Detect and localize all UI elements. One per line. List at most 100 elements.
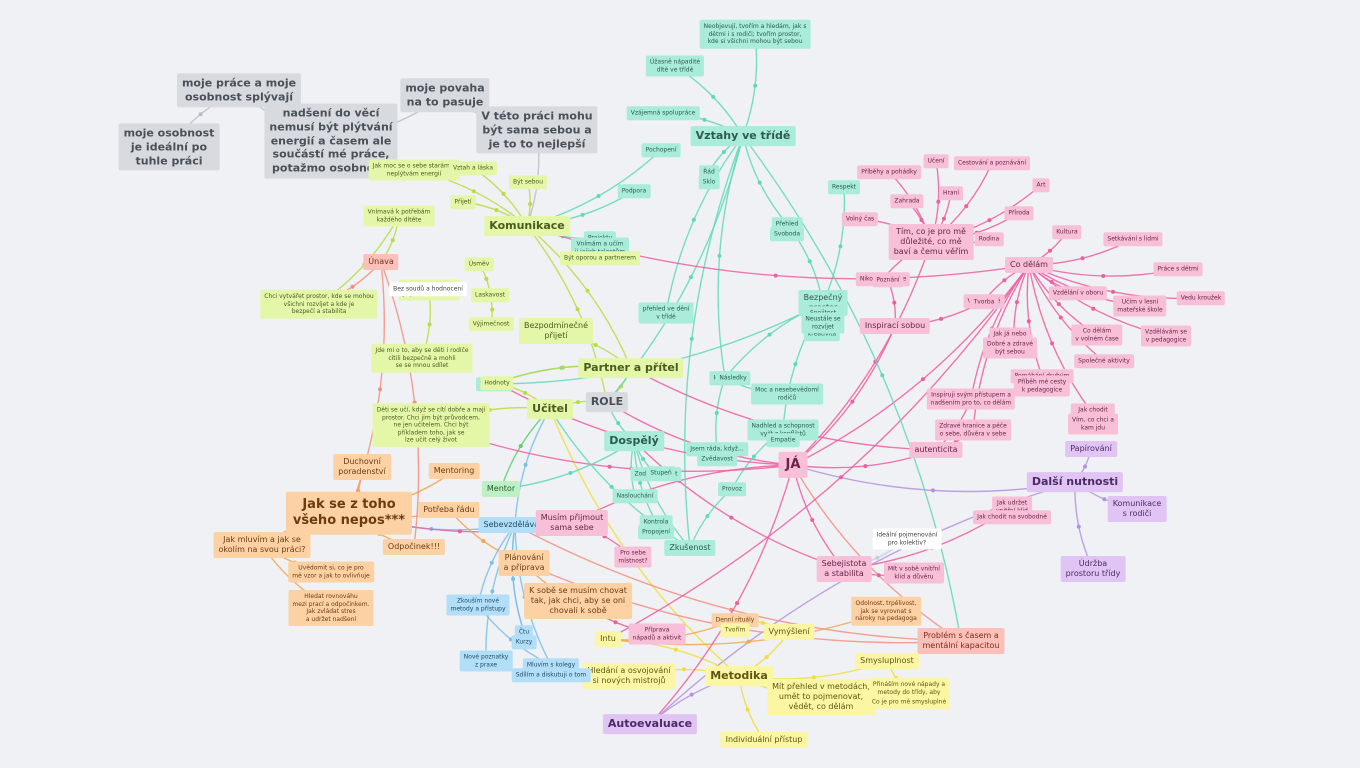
topic-ucitel[interactable]: Učitel: [527, 399, 573, 419]
topic-partner[interactable]: Partner a přítel: [578, 358, 684, 378]
topic-planovani[interactable]: Plánování a příprava: [498, 550, 550, 576]
topic-setkavani[interactable]: Setkávání s lidmi: [1103, 232, 1163, 246]
topic-zkousim[interactable]: Zkouším nové metody a přístupy: [446, 594, 510, 616]
topic-komunikace-rodici[interactable]: Komunikace s rodiči: [1107, 496, 1167, 522]
topic-stupen[interactable]: Stupeň: [646, 466, 676, 480]
topic-tvorba[interactable]: Tvorba: [969, 295, 999, 309]
topic-role[interactable]: ROLE: [585, 392, 629, 412]
topic-vzdelani[interactable]: Vzdělání v oboru: [1048, 286, 1108, 300]
topic-uzasne[interactable]: Úžasně nápadité dítě ve třídě: [645, 55, 705, 77]
topic-spoj[interactable]: Vzájemná spolupráce: [626, 106, 700, 120]
topic-idealni-pojmenovani[interactable]: Ideální pojmenování pro kolektiv?: [872, 528, 942, 550]
topic-pripravy[interactable]: Příprava nápadů a aktivit: [628, 623, 686, 645]
topic-spolecne[interactable]: Společné aktivity: [1074, 354, 1134, 368]
topic-tvorba-text[interactable]: Jak chodit na svobodné: [973, 510, 1051, 524]
topic-ucim-v-lesni[interactable]: Učím v lesní mateřské škole: [1113, 295, 1167, 317]
topic-sebevzdelavani[interactable]: Sebevzdělávání: [478, 517, 552, 533]
topic-potreba-radu[interactable]: Potřeba řádu: [418, 502, 480, 518]
topic-individualni[interactable]: Individuální přístup: [720, 732, 808, 748]
topic-cestovani[interactable]: Cestování a poznávání: [953, 156, 1031, 170]
topic-pochopeni[interactable]: Pochopení: [641, 143, 681, 157]
topic-bez-soudu[interactable]: Bez soudů a hodnocení: [389, 282, 467, 296]
topic-naslouchani[interactable]: Naslouchání: [612, 489, 658, 503]
topic-usmev[interactable]: Úsměv: [464, 257, 494, 271]
topic-hledani[interactable]: Hledání a osvojování si nových mistrojů: [582, 663, 676, 689]
topic-papirovani[interactable]: Papírování: [1065, 441, 1117, 457]
topic-vzdelavam[interactable]: Vzdělávám se v pedagogice: [1141, 325, 1191, 347]
topic-komunikace[interactable]: Komunikace: [484, 216, 570, 236]
topic-v-teto-praci[interactable]: V této práci mohu být sama sebou a je to…: [476, 106, 598, 154]
topic-mentoring[interactable]: Mentoring: [428, 463, 480, 479]
topic-problem-cas[interactable]: Problém s časem a mentální kapacitou: [917, 628, 1005, 654]
topic-sdilim[interactable]: Sdílím a diskutuji o tom: [511, 668, 591, 682]
topic-priroda[interactable]: Příroda: [1004, 206, 1034, 220]
topic-autenticita[interactable]: autenticita: [909, 442, 963, 458]
topic-dospely[interactable]: Dospělý: [604, 431, 664, 451]
topic-unava[interactable]: Únava: [363, 254, 399, 270]
topic-co-delam[interactable]: Co dělám: [1005, 257, 1053, 273]
topic-prace-osobnost[interactable]: moje práce a moje osobnost splývají: [176, 73, 302, 107]
topic-osobnost-idealni[interactable]: moje osobnost je ideální po tuhle práci: [118, 123, 220, 171]
topic-intu[interactable]: Intu: [595, 631, 621, 647]
topic-odpocinek[interactable]: Odpočinek!!!: [382, 539, 446, 555]
topic-sklo[interactable]: Sklo: [698, 175, 720, 189]
topic-respekt[interactable]: Respekt: [827, 180, 861, 194]
topic-hodnoty[interactable]: Hodnoty: [480, 376, 514, 390]
topic-sebejistota-text[interactable]: Mít v sobě vnitřní klid a důvěru: [884, 562, 944, 584]
topic-co-delam2[interactable]: Co dělám v volném čase: [1071, 324, 1123, 346]
topic-uceni[interactable]: Učení: [923, 154, 949, 168]
topic-rodina[interactable]: Rodina: [974, 232, 1004, 246]
topic-jak-mluvim[interactable]: Jak mluvím a jak se okolím na svou práci…: [213, 532, 311, 558]
topic-udrzba[interactable]: Údržba prostoru třídy: [1060, 556, 1126, 582]
topic-empatie[interactable]: Empatie: [766, 433, 800, 447]
topic-vztahy[interactable]: Vztahy ve třídě: [690, 126, 796, 146]
topic-dobre[interactable]: Dobré a zdravé být sebou: [983, 337, 1037, 359]
topic-zahrada[interactable]: Zahrada: [890, 194, 924, 208]
topic-duchovni[interactable]: Duchovní poradenství: [333, 454, 391, 480]
topic-metodika[interactable]: Metodika: [705, 666, 773, 686]
topic-odolnost[interactable]: Odolnost, trpělivost, jak se vyrovnat s …: [851, 596, 921, 626]
topic-navrhy[interactable]: Neobjevují, tvořím a hledám, jak s dětmi…: [699, 19, 811, 49]
topic-mluvit-text[interactable]: Uvědomit si, co je pro mě vzor a jak to …: [288, 561, 374, 583]
topic-vyjimecnost[interactable]: Výjimečnost: [468, 317, 514, 331]
topic-svoboda[interactable]: Svoboda: [770, 227, 804, 241]
topic-vyrovnani[interactable]: Hledat rovnováhu mezi prací a odpočinkem…: [288, 590, 374, 626]
topic-kultura[interactable]: Kultura: [1052, 225, 1082, 239]
topic-pribehy[interactable]: Příběhy a pohádky: [857, 165, 921, 179]
topic-nove-poznatky[interactable]: Nové poznatky z praxe: [459, 650, 513, 672]
topic-pro-sebe[interactable]: Pro sebe místnost?: [614, 546, 652, 568]
topic-k-sobe[interactable]: K sobě se musím chovat tak, jak chci, ab…: [524, 583, 632, 619]
topic-bezpodminecne[interactable]: Bezpodmínečné přijetí: [518, 318, 594, 344]
topic-neustale[interactable]: Neustále se rozvíjet: [801, 312, 845, 334]
topic-inspiraci[interactable]: Inspirací sobou: [859, 318, 931, 334]
topic-vztah-laska[interactable]: Vztah a láska: [448, 161, 498, 175]
topic-laskavost[interactable]: Laskavost: [471, 288, 509, 302]
topic-art[interactable]: Art: [1032, 178, 1050, 192]
topic-vedu-krouzek[interactable]: Vedu kroužek: [1176, 291, 1226, 305]
topic-prace-s-detmi[interactable]: Práce s dětmi: [1153, 262, 1203, 276]
topic-dlouhy-text[interactable]: Děti se učí, když se cítí dobře a mají p…: [372, 403, 490, 447]
topic-vim-co-chci[interactable]: Vím, co chci a kam jdu: [1068, 413, 1118, 435]
topic-prijeti[interactable]: Přijetí: [450, 195, 476, 209]
topic-mentor[interactable]: Mentor: [481, 481, 521, 497]
topic-smysl-text[interactable]: Co je pro mě smysluplné: [867, 695, 951, 709]
topic-mit-prehled[interactable]: Mít přehled v metodách, umět to pojmenov…: [767, 679, 875, 715]
topic-autoevaluace[interactable]: Autoevaluace: [602, 714, 698, 734]
topic-vnimava[interactable]: Vnímavá k potřebám každého dítěte: [363, 205, 435, 227]
topic-poznani[interactable]: Poznání: [872, 273, 904, 287]
topic-podpora[interactable]: Podpora: [617, 184, 651, 198]
topic-smysluplnost[interactable]: Smysluplnost: [855, 653, 919, 669]
topic-sebejisteta[interactable]: Sebejistota a stabilita: [816, 556, 872, 582]
topic-musim-prijmout[interactable]: Musím přijmout sama sebe: [535, 510, 609, 536]
topic-volny[interactable]: Volný čas: [841, 212, 879, 226]
topic-jak-moc[interactable]: Jak moc se o sebe starám a neplýtvám ene…: [368, 159, 460, 181]
topic-dalsi[interactable]: Další nutnosti: [1026, 472, 1124, 492]
topic-propojeni[interactable]: Propojení: [638, 525, 674, 539]
topic-zdrave-hranice[interactable]: Zdravé hranice a péče o sebe, důvěra v s…: [935, 419, 1011, 441]
topic-kurzy[interactable]: Kurzy: [511, 635, 537, 649]
topic-inspiruji[interactable]: Inspiruji svým přístupem a nadšením pro …: [926, 388, 1016, 410]
topic-provoz[interactable]: Provoz: [718, 482, 746, 496]
topic-moc-rodicu[interactable]: Moc a nesebevědomí rodičů: [751, 383, 823, 405]
topic-partner-text[interactable]: Jde mi o to, aby se děti i rodiče cítili…: [371, 343, 473, 373]
topic-prehled2[interactable]: přehled ve dění v třídě: [638, 302, 694, 324]
